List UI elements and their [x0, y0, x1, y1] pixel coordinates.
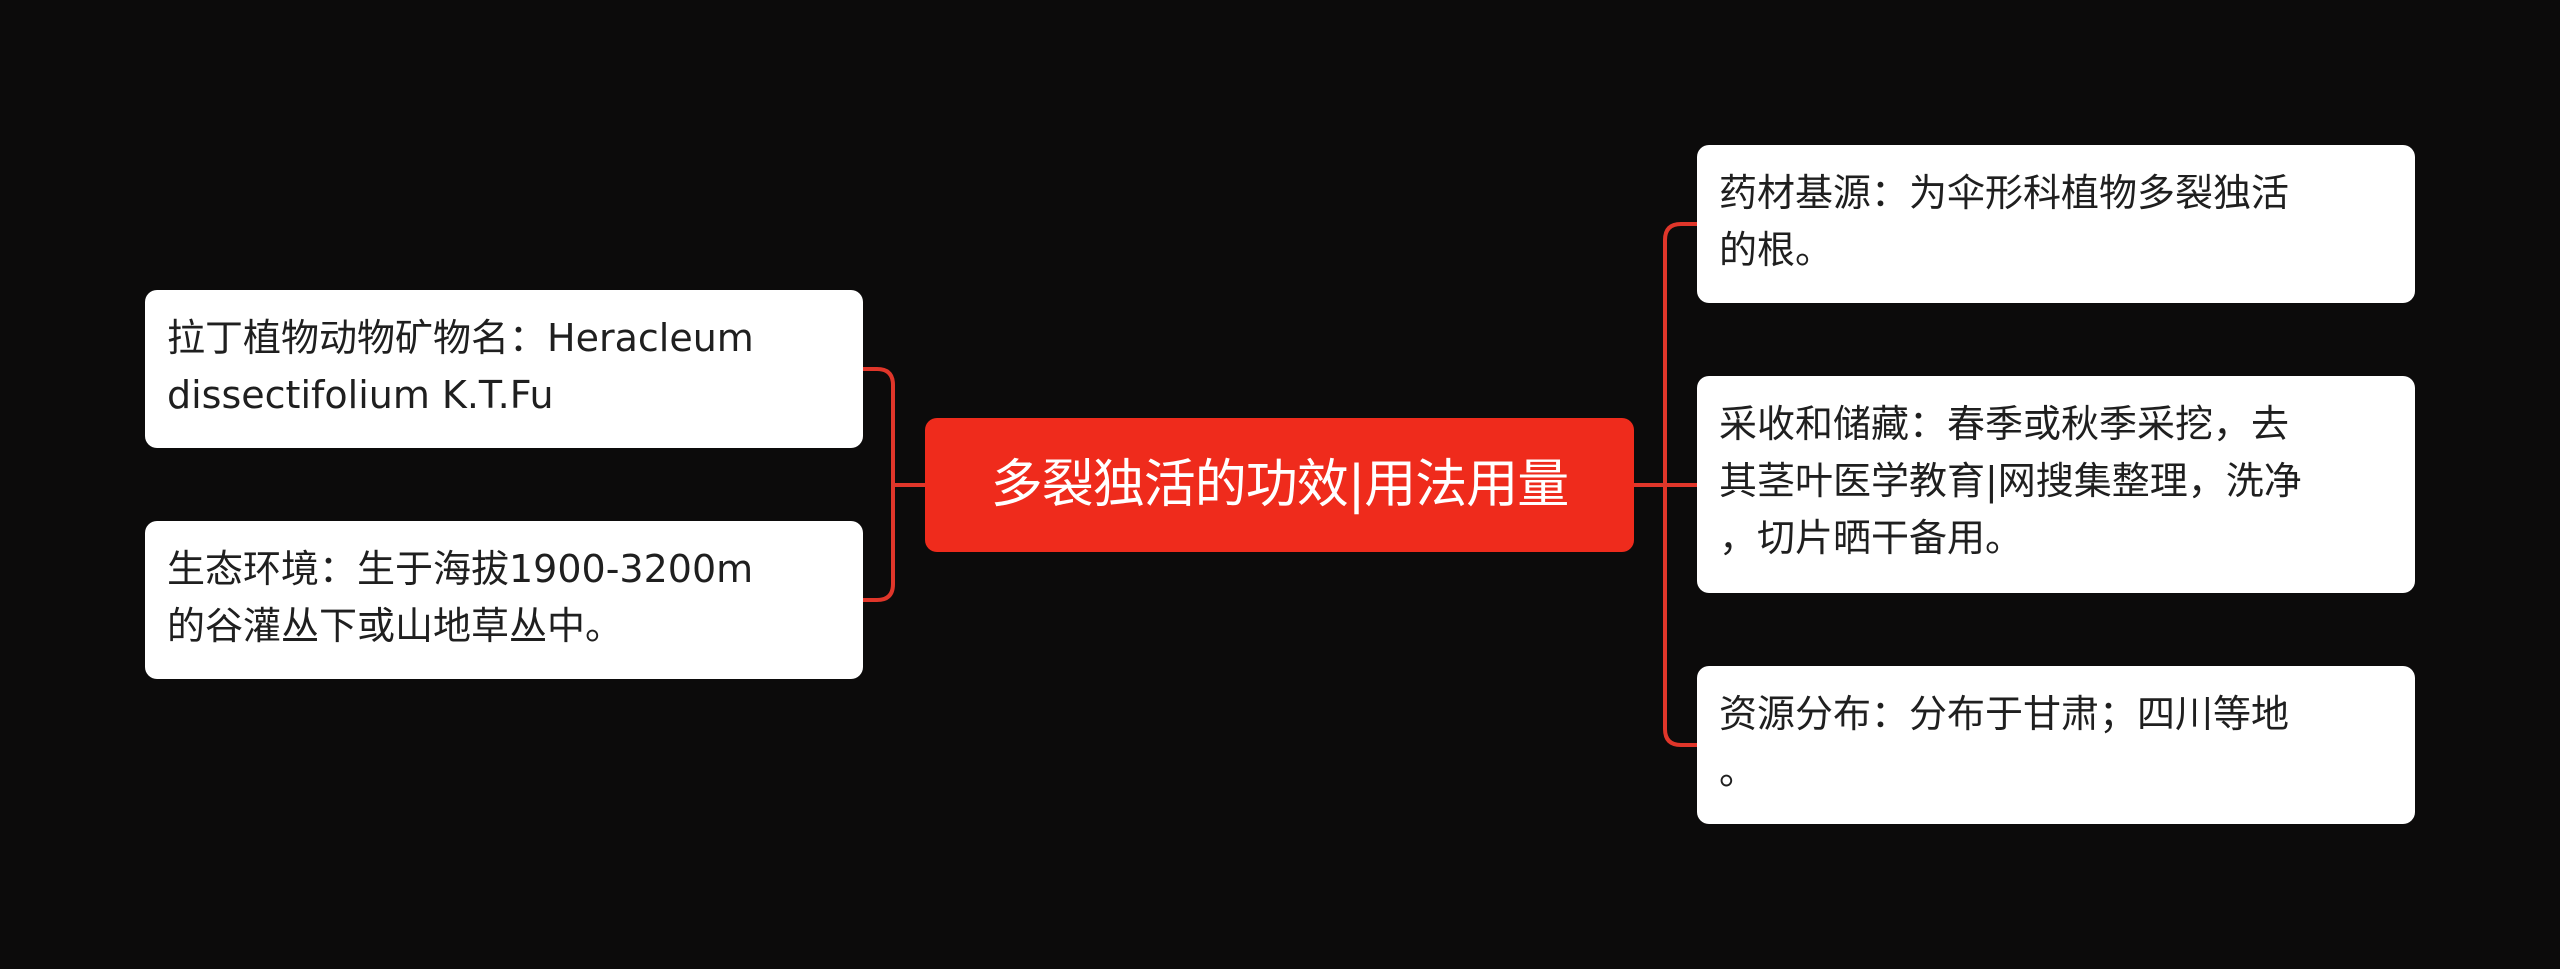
node-habitat-line-2: 的谷灌丛下或山地草丛中。	[167, 604, 624, 648]
node-source-line-2: 的根。	[1719, 228, 1834, 272]
node-habitat-line-1: 生态环境：生于海拔1900-3200m	[167, 547, 754, 591]
node-distribution[interactable]: 资源分布：分布于甘肃；四川等地 。	[1697, 666, 2415, 824]
node-distribution-line-1: 资源分布：分布于甘肃；四川等地	[1719, 692, 2290, 736]
node-latin-name-line-1: 拉丁植物动物矿物名：Heracleum	[167, 316, 754, 360]
node-harvest-line-3: ，切片晒干备用。	[1719, 516, 2024, 560]
node-habitat[interactable]: 生态环境：生于海拔1900-3200m 的谷灌丛下或山地草丛中。	[145, 521, 863, 679]
node-harvest[interactable]: 采收和储藏：春季或秋季采挖，去 其茎叶医学教育|网搜集整理，洗净 ，切片晒干备用…	[1697, 376, 2415, 593]
node-harvest-line-2: 其茎叶医学教育|网搜集整理，洗净	[1719, 459, 2302, 503]
node-latin-name-line-2: dissectifolium K.T.Fu	[167, 373, 554, 417]
node-source-line-1: 药材基源：为伞形科植物多裂独活	[1719, 171, 2290, 215]
node-distribution-line-2: 。	[1719, 749, 1758, 793]
node-harvest-line-1: 采收和储藏：春季或秋季采挖，去	[1719, 402, 2290, 446]
central-topic[interactable]: 多裂独活的功效|用法用量	[925, 418, 1634, 552]
node-source[interactable]: 药材基源：为伞形科植物多裂独活 的根。	[1697, 145, 2415, 303]
connector-left-trunk	[876, 367, 895, 602]
node-latin-name[interactable]: 拉丁植物动物矿物名：Heracleum dissectifolium K.T.F…	[145, 290, 863, 448]
